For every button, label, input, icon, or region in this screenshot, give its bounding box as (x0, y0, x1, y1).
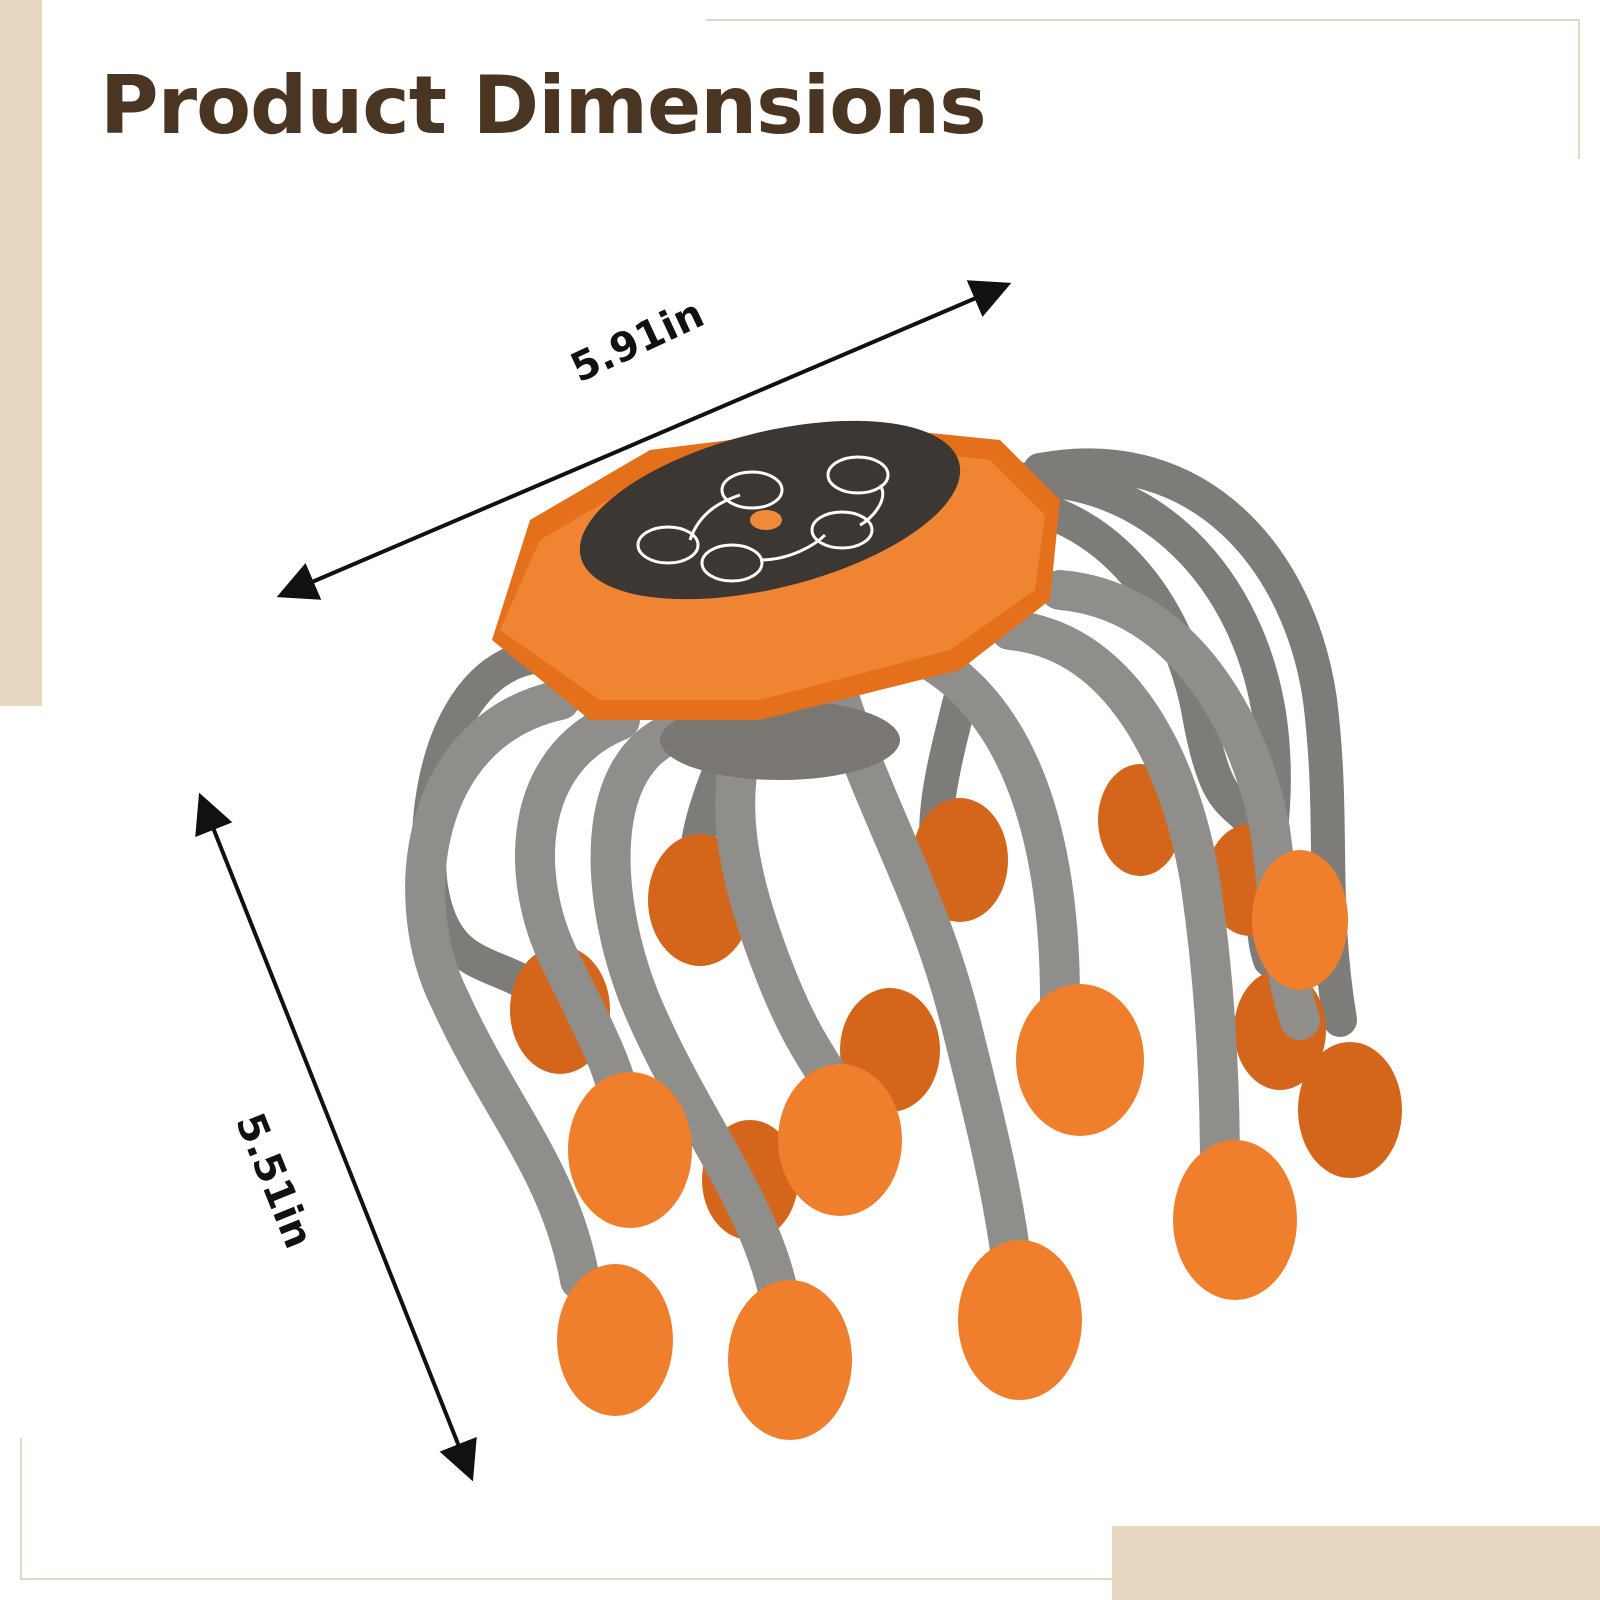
frame-line-top (706, 19, 1580, 21)
control-panel (579, 420, 961, 600)
frame-line-bottom-left-vertical (20, 1438, 22, 1580)
massager-body (492, 420, 1060, 780)
beige-accent-left (0, 0, 42, 706)
frame-line-right (1578, 19, 1580, 159)
page-title: Product Dimensions (100, 59, 987, 152)
frame-line-bottom (20, 1578, 1112, 1580)
beige-accent-bottom (1112, 1526, 1600, 1600)
width-arrow-icon (276, 280, 1012, 600)
front-leg-tips (557, 850, 1348, 1440)
control-panel-buttons (636, 455, 890, 583)
power-button[interactable] (750, 510, 782, 530)
height-arrow-icon (195, 792, 477, 1482)
